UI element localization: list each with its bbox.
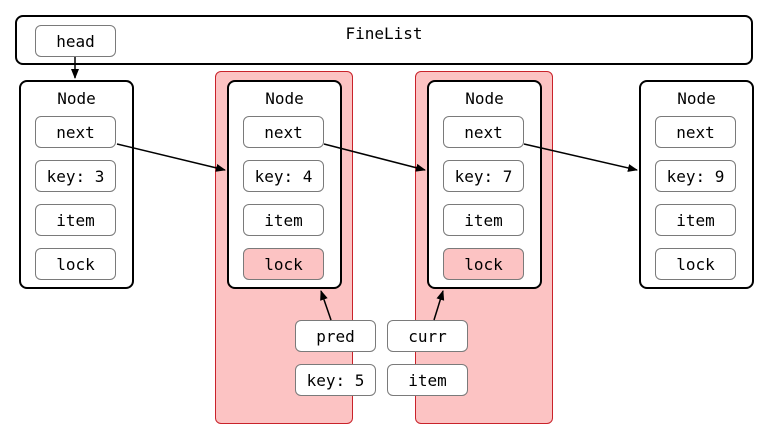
search-key-field: key: 5 — [295, 364, 376, 396]
node-item-field: item — [655, 204, 736, 236]
finelist-title: FineList — [345, 24, 423, 43]
node-key-field: key: 9 — [655, 160, 736, 192]
node-title: Node — [265, 89, 304, 108]
node-next-field: next — [35, 116, 116, 148]
node-lock-field-locked: lock — [243, 248, 324, 280]
head-field: head — [35, 25, 116, 57]
node-title: Node — [677, 89, 716, 108]
finelist-frame — [15, 15, 753, 65]
node-key-field: key: 7 — [443, 160, 524, 192]
node-title: Node — [57, 89, 96, 108]
node-item-field: item — [243, 204, 324, 236]
node-next-field: next — [243, 116, 324, 148]
node-key-field: key: 4 — [243, 160, 324, 192]
node-item-field: item — [443, 204, 524, 236]
node-title: Node — [465, 89, 504, 108]
node-next-field: next — [655, 116, 736, 148]
pred-field: pred — [295, 320, 376, 352]
curr-field: curr — [387, 320, 468, 352]
node-item-field: item — [35, 204, 116, 236]
node-lock-field-locked: lock — [443, 248, 524, 280]
node-next-field: next — [443, 116, 524, 148]
node-key-field: key: 3 — [35, 160, 116, 192]
node-lock-field: lock — [35, 248, 116, 280]
search-item-field: item — [387, 364, 468, 396]
node-lock-field: lock — [655, 248, 736, 280]
